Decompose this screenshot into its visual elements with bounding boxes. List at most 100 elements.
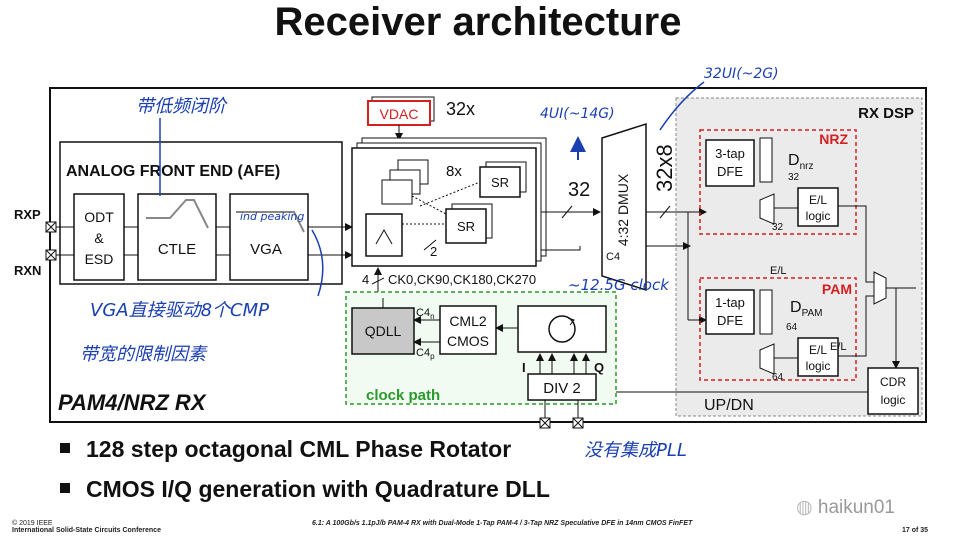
ctle-response-icon [146, 199, 209, 229]
bus-32-label: 32 [568, 179, 590, 201]
footer-left: © 2019 IEEE International Solid-State Ci… [12, 520, 161, 534]
sr-top-block [479, 166, 521, 198]
note-4ui: 4UI(~14G) [540, 106, 615, 122]
pam-64b-label: 64 [772, 372, 784, 383]
note-clock: ~12.5G clock [568, 276, 670, 294]
pam-latch [759, 289, 773, 335]
el-right-label: E/L [830, 341, 847, 353]
nrz-region [699, 129, 857, 235]
nrz-32b-label: 32 [772, 222, 784, 233]
bullet-2: CMOS I/Q generation with Quadrature DLL [60, 476, 550, 503]
cdr-label-2: logic [881, 393, 906, 407]
el-logic-pam [797, 337, 839, 377]
i-label: I [522, 360, 526, 375]
comparator-inner-3 [381, 179, 413, 205]
dfe3-block [705, 139, 755, 187]
note-vga-in: ind peaking [240, 210, 304, 223]
cml2-label: CML2 [449, 313, 487, 329]
footer-conference: International Solid-State Circuits Confe… [12, 527, 161, 534]
ck-four-label: 4 [362, 272, 369, 287]
dfe3-label-1: 3-tap [715, 146, 745, 161]
watermark: ◍ haikun01 [796, 496, 895, 519]
phase-rotator-block [517, 305, 607, 353]
dfe1-label-1: 1-tap [715, 295, 745, 310]
footer-paper-title: 6.1: A 100Gb/s 1.1pJ/b PAM-4 RX with Dua… [312, 520, 693, 527]
ck-phases-label: CK0,CK90,CK180,CK270 [388, 272, 536, 287]
pam-label: PAM [822, 281, 852, 297]
dfe3-label-2: DFE [717, 164, 743, 179]
bus-32x8-label: 32x8 [652, 144, 677, 192]
note-bw: 带宽的限制因素 [80, 344, 208, 365]
odt-esd-block [73, 193, 125, 281]
output-mux-icon [873, 271, 887, 305]
pam-64a-label: 64 [786, 322, 798, 333]
el-mid-label: E/L [770, 265, 787, 277]
ctle-block [137, 193, 217, 281]
clock-path-label: clock path [366, 387, 440, 404]
bullet-1-text: 128 step octagonal CML Phase Rotator [86, 436, 512, 462]
slide-title: Receiver architecture [274, 0, 682, 44]
pam-mux-icon [759, 343, 775, 375]
sr-count: 8x [446, 163, 462, 180]
vga-response-icon [236, 211, 305, 233]
dmux-label: 4:32 DMUX [615, 173, 631, 246]
rx-dsp-label: RX DSP [858, 105, 914, 122]
dmux-block [601, 122, 647, 292]
updn-label: UP/DN [704, 397, 754, 414]
afe-label: ANALOG FRONT END (AFE) [66, 163, 280, 180]
nrz-label: NRZ [819, 131, 848, 147]
bullet-1: 128 step octagonal CML Phase Rotator [60, 436, 511, 463]
sr-top-label: SR [491, 175, 509, 190]
cmos-label: CMOS [447, 333, 489, 349]
bullet-square [60, 442, 70, 453]
d-pam-label: DPAM [790, 299, 823, 319]
nrz-latch [759, 137, 773, 183]
qdll-label: QDLL [365, 323, 402, 339]
dfe1-label-2: DFE [717, 313, 743, 328]
watermark-text: haikun01 [817, 497, 895, 518]
el-logic-nrz [797, 187, 839, 227]
el-logic-nrz-2: logic [806, 209, 831, 223]
sr-two-label: 2 [430, 244, 437, 259]
c4-label: C4 [606, 251, 620, 263]
rxn-label: RXN [14, 263, 41, 278]
phase-rotator-icon [548, 315, 576, 343]
vdac-label: VDAC [380, 106, 419, 122]
ctle-label: CTLE [158, 241, 196, 258]
qdll-block [351, 307, 415, 355]
rxp-label: RXP [14, 207, 41, 222]
dfe1-block [705, 289, 755, 335]
sr-bottom-label: SR [457, 219, 475, 234]
q-label: Q [594, 360, 604, 375]
rx-label: PAM4/NRZ RX [58, 390, 207, 415]
bullet-square [60, 482, 70, 493]
el-logic-pam-1: E/L [809, 343, 827, 357]
nrz-32a-label: 32 [788, 172, 800, 183]
vga-label: VGA [250, 241, 282, 258]
odt-label: ODT [84, 209, 114, 225]
d-nrz-label: Dnrz [788, 152, 813, 172]
footer-copyright: © 2019 IEEE [12, 520, 53, 527]
cml2cmos-block [439, 305, 497, 355]
wechat-icon: ◍ [796, 497, 813, 518]
and-label: & [94, 230, 104, 246]
div2-block [527, 373, 597, 401]
el-logic-pam-2: logic [806, 359, 831, 373]
cdr-label-1: CDR [880, 375, 906, 389]
div2-label: DIV 2 [543, 380, 581, 397]
c4p-label: C4p [416, 347, 435, 361]
cdr-block [867, 367, 919, 415]
note-vga: VGA直接驱动8个CMP [90, 300, 269, 321]
pam-region [699, 277, 857, 381]
el-logic-nrz-1: E/L [809, 193, 827, 207]
comparator-main [365, 213, 403, 257]
esd-label: ESD [85, 251, 114, 267]
nrz-mux-icon [759, 193, 775, 225]
note-pll: 没有集成PLL [584, 440, 687, 461]
vdac-count: 32x [446, 99, 475, 119]
c4n-label: C4n [416, 307, 435, 321]
page-number: 17 of 35 [902, 527, 929, 534]
note-afe: 带低频闭阶 [136, 96, 228, 117]
vga-block [229, 193, 309, 281]
